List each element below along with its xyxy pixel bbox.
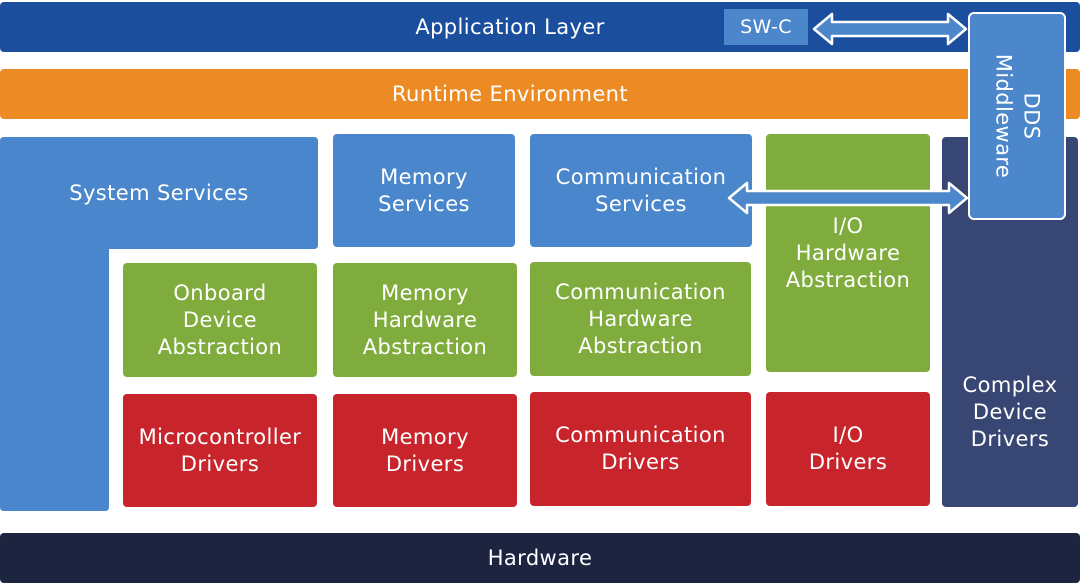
io-drivers-line-2: Drivers [808, 450, 888, 474]
memory-drivers-line-2: Drivers [385, 451, 465, 476]
memory-services-line-2: Services [378, 191, 470, 216]
onboard-line-2: Device [182, 307, 258, 332]
onboard-device-abstraction-block: Onboard Device Abstraction [123, 263, 317, 377]
onboard-line-1: Onboard [173, 280, 267, 305]
memory-hw-abstraction-line-3: Abstraction [362, 334, 488, 359]
swc-box: SW-C [724, 9, 808, 45]
communication-services-block: Communication Services [530, 134, 752, 247]
runtime-environment-label: Runtime Environment [391, 82, 629, 106]
mcu-drivers-line-2: Drivers [180, 451, 260, 476]
complex-drivers-line-2: Device [972, 399, 1048, 424]
comm-drivers-line-2: Drivers [601, 450, 680, 474]
comm-services-dds-double-arrow [727, 181, 969, 215]
onboard-line-3: Abstraction [157, 334, 283, 359]
memory-hardware-abstraction-block: Memory Hardware Abstraction [333, 263, 517, 377]
memory-drivers-line-1: Memory [381, 424, 469, 449]
comm-hw-abstraction-line-1: Communication [555, 279, 726, 304]
comm-hw-abstraction-line-3: Abstraction [578, 333, 703, 358]
microcontroller-drivers-block: Microcontroller Drivers [123, 394, 317, 507]
system-services-block [0, 137, 318, 511]
communication-drivers-block: Communication Drivers [530, 392, 751, 506]
application-layer-label: Application Layer [415, 15, 605, 39]
io-hardware-abstraction-block: I/O Hardware Abstraction [766, 134, 930, 372]
io-hw-abstraction-line-2: Hardware [795, 240, 901, 265]
communication-services-line-1: Communication [555, 164, 727, 189]
io-drivers-block: I/O Drivers [766, 392, 930, 506]
swc-dds-double-arrow [812, 12, 968, 46]
dds-middleware-block: DDS Middleware [968, 12, 1066, 220]
memory-hw-abstraction-line-1: Memory [381, 280, 469, 305]
hardware-label: Hardware [487, 545, 593, 570]
memory-services-block: Memory Services [333, 134, 515, 247]
dds-line-1: DDS [1019, 92, 1044, 140]
system-services-label: System Services [69, 181, 249, 205]
complex-drivers-line-1: Complex [962, 372, 1058, 397]
memory-hw-abstraction-line-2: Hardware [372, 307, 478, 332]
io-hw-abstraction-line-3: Abstraction [785, 267, 911, 292]
io-hw-abstraction-line-1: I/O [832, 213, 864, 238]
communication-services-line-2: Services [595, 191, 687, 216]
memory-services-line-1: Memory [380, 164, 468, 189]
mcu-drivers-line-1: Microcontroller [138, 424, 302, 449]
memory-drivers-block: Memory Drivers [333, 394, 517, 507]
runtime-environment-bar: Runtime Environment [0, 69, 1080, 119]
io-drivers-line-1: I/O [832, 423, 864, 447]
dds-line-2: Middleware [991, 53, 1016, 179]
comm-hw-abstraction-line-2: Hardware [588, 306, 693, 331]
complex-drivers-line-3: Drivers [970, 426, 1050, 451]
communication-hardware-abstraction-block: Communication Hardware Abstraction [530, 262, 751, 376]
swc-label: SW-C [740, 15, 792, 38]
comm-drivers-line-1: Communication [555, 423, 726, 447]
hardware-bar: Hardware [0, 533, 1080, 583]
